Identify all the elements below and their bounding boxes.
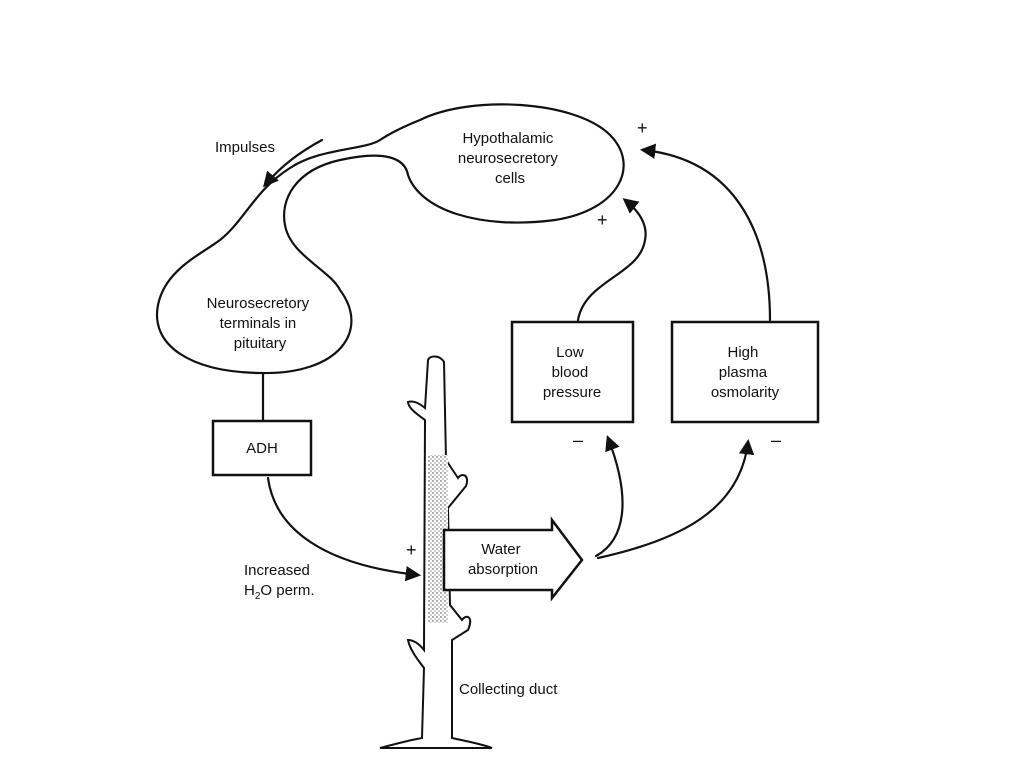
water-absorption-label: Water absorption	[468, 541, 538, 578]
neuron-outline	[155, 103, 625, 375]
plus-sign-mid: +	[597, 210, 608, 230]
minus-sign-blood-pressure: –	[573, 430, 583, 450]
collecting-duct-label: Collecting duct	[459, 681, 558, 698]
low-blood-pressure-box	[510, 320, 635, 424]
adh-to-duct-arrow	[266, 476, 422, 582]
high-osmolarity-label: High plasma osmolarity	[711, 344, 780, 401]
h2o-perm-label: H2O perm.	[244, 582, 315, 602]
increased-perm-label: Increased	[244, 562, 310, 579]
hypothalamus-label: Hypothalamic neurosecretory cells	[458, 130, 562, 187]
minus-sign-osmolarity: –	[771, 430, 781, 450]
impulses-arrow	[263, 138, 324, 188]
terminals-label: Neurosecretory terminals in pituitary	[207, 295, 314, 352]
high-osmolarity-box	[670, 320, 820, 424]
adh-label: ADH	[246, 440, 278, 457]
blood-pressure-to-hypothalamus-arrow	[576, 198, 647, 322]
low-blood-pressure-label: Low blood pressure	[543, 344, 601, 401]
impulses-label: Impulses	[215, 139, 275, 156]
plus-sign-top: +	[637, 118, 648, 138]
plus-sign-duct: +	[406, 540, 417, 560]
water-absorption-arrow	[442, 516, 584, 602]
absorption-to-blood-pressure-arrow	[594, 435, 624, 558]
absorption-to-osmolarity-arrow	[596, 438, 755, 560]
osmolarity-to-hypothalamus-arrow	[639, 143, 772, 322]
adh-box	[211, 419, 313, 477]
